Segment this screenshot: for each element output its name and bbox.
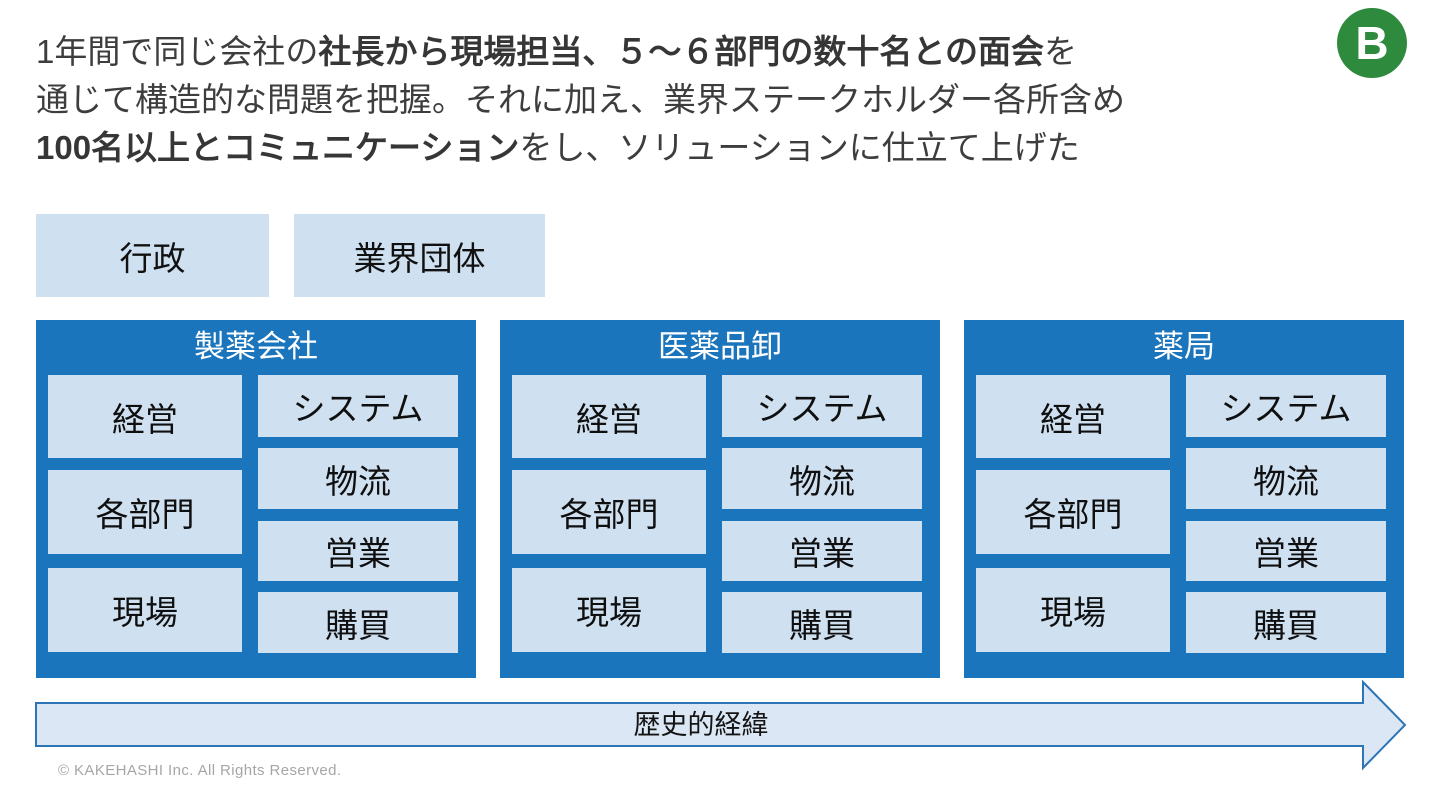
dept-box-system: システム: [1186, 375, 1386, 437]
dept-box-sales: 営業: [1186, 521, 1386, 581]
stakeholder-industry-group-box: 業界団体: [294, 214, 545, 297]
org-card-title: 製薬会社: [194, 329, 318, 364]
dept-box-logistics: 物流: [1186, 448, 1386, 509]
org-card-title: 医薬品卸: [658, 329, 782, 364]
org-card-pharma-manufacturer: 製薬会社 経営 各部門 現場 システム 物流 営業 購買: [36, 320, 476, 678]
history-arrow-label: 歴史的経緯: [633, 710, 769, 740]
dept-box-system: システム: [258, 375, 458, 437]
dept-box-purchasing: 購買: [258, 592, 458, 653]
org-card-pharma-wholesaler: 医薬品卸 経営 各部門 現場 システム 物流 営業 購買: [500, 320, 940, 678]
dept-box-sales: 営業: [722, 521, 922, 581]
headline-segment: 通じて構造的な問題を把握。それに加え、業界ステークホルダー各所含め: [36, 81, 1125, 118]
dept-box-logistics: 物流: [722, 448, 922, 509]
dept-box-field: 現場: [48, 568, 242, 652]
dept-box-purchasing: 購買: [722, 592, 922, 653]
dept-box-logistics: 物流: [258, 448, 458, 509]
headline-segment: を: [1044, 33, 1078, 70]
dept-box-field: 現場: [512, 568, 706, 652]
dept-box-departments: 各部門: [976, 470, 1170, 554]
b-logo-badge: B: [1337, 8, 1407, 78]
headline-bold-segment: 100名以上とコミュニケーション: [36, 129, 520, 166]
org-card-pharmacy: 薬局 経営 各部門 現場 システム 物流 営業 購買: [964, 320, 1404, 678]
org-card-title: 薬局: [1153, 329, 1215, 364]
dept-box-management: 経営: [976, 375, 1170, 458]
headline-segment: 1年間で同じ会社の: [36, 33, 319, 70]
headline-bold-segment: 社長から現場担当、５～６部門の数十名との面会: [318, 33, 1045, 70]
dept-box-system: システム: [722, 375, 922, 437]
slide-headline: 1年間で同じ会社の社長から現場担当、５～６部門の数十名との面会を 通じて構造的な…: [36, 28, 1316, 172]
dept-box-management: 経営: [512, 375, 706, 458]
copyright-text: © KAKEHASHI Inc. All Rights Reserved.: [58, 762, 342, 779]
dept-box-purchasing: 購買: [1186, 592, 1386, 653]
dept-box-management: 経営: [48, 375, 242, 458]
headline-segment: をし、ソリューションに仕立て上げた: [519, 129, 1080, 166]
stakeholder-admin-box: 行政: [36, 214, 269, 297]
dept-box-field: 現場: [976, 568, 1170, 652]
dept-box-sales: 営業: [258, 521, 458, 581]
dept-box-departments: 各部門: [48, 470, 242, 554]
dept-box-departments: 各部門: [512, 470, 706, 554]
